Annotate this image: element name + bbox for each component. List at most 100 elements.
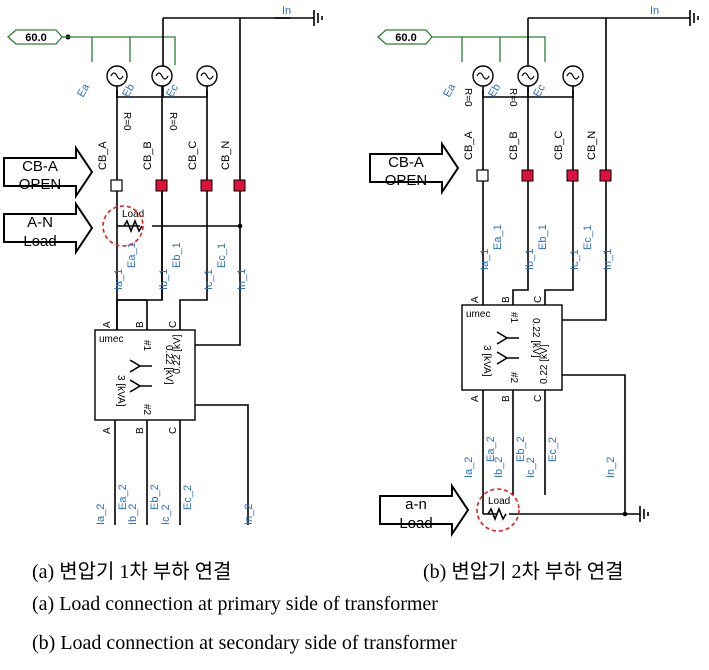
wye-symbol-icon [129, 359, 152, 373]
current-meter-label: Ia_2 [95, 504, 107, 525]
current-meter-label: Ia_1 [113, 269, 125, 290]
voltage-rating-2: 0.22 [kV] [172, 334, 183, 374]
callout-text: OPEN [19, 176, 62, 193]
load-label-a: Load [122, 209, 144, 220]
breaker-closed-b [521, 169, 534, 182]
source-param: R=0 [462, 88, 473, 107]
current-meter-label: In_2 [243, 504, 255, 525]
wye-symbol-icon [496, 331, 519, 345]
voltage-rating-2: 0.22 [kV] [539, 344, 550, 384]
source-a-b: Ea R=0 [441, 65, 494, 107]
caption-a-korean: (a) 변압기 1차 부하 연결 [32, 561, 232, 583]
callout-breaker-open-a: CB-A OPEN [3, 144, 94, 200]
phase-wires-middle-b [482, 181, 607, 321]
breaker-closed-n [599, 169, 612, 182]
source-label: Eb [486, 82, 503, 100]
load-resistor-icon [487, 506, 507, 522]
phase-label: A [470, 395, 481, 402]
breaker-label-n: CB_N [586, 131, 598, 160]
current-meter-label: Ic_1 [203, 269, 215, 290]
fault-highlight-circle-a [102, 205, 144, 247]
ground-icon [689, 10, 699, 26]
frequency-value-a: 60.0 [25, 32, 46, 44]
breaker-label-b: CB_B [142, 141, 154, 170]
transformer-b-lead [117, 299, 148, 330]
caption-b-korean: (b) 변압기 2차 부하 연결 [423, 561, 624, 583]
neutral-label-a: In [282, 5, 291, 17]
secondary-wires-b [482, 374, 626, 514]
voltage-meter-label: Ec_2 [547, 437, 559, 462]
winding-2: #2 [508, 372, 519, 384]
source-c-a: Ec [164, 65, 218, 100]
callout-text: OPEN [385, 172, 428, 189]
current-meter-label: Ic_1 [569, 249, 581, 270]
voltage-meter-label: Ea_2 [485, 436, 497, 462]
voltage-meter-label: Eb_2 [149, 484, 161, 510]
source-label: Ea [75, 81, 93, 99]
callout-text: CB-A [22, 158, 58, 175]
ground-icon [313, 10, 323, 26]
voltage-meter-label: Ec_2 [182, 485, 194, 510]
source-b-b: Eb R=0 [486, 65, 539, 107]
phase-label: C [168, 321, 179, 328]
callout-text: a-n [405, 496, 427, 513]
frequency-value-b: 60.0 [395, 32, 416, 44]
phase-label: B [501, 296, 512, 303]
phase-label: B [135, 427, 146, 434]
breaker-label-n: CB_N [220, 141, 232, 170]
caption-a-english: (a) Load connection at primary side of t… [32, 593, 438, 615]
current-meter-label: In_2 [605, 457, 617, 478]
neutral-label-b: In [650, 5, 659, 17]
wye-symbol-icon [129, 379, 152, 393]
winding-1: #1 [141, 340, 152, 352]
phase-wires-upper-b [482, 18, 607, 170]
source-param: R=0 [507, 88, 518, 107]
current-meter-label: Ia_2 [463, 457, 475, 478]
voltage-meter-label: Ec_1 [216, 243, 228, 268]
breaker-label-b: CB_B [508, 131, 520, 160]
load-label-b: Load [488, 496, 510, 507]
breaker-open-a [476, 169, 489, 182]
phase-label: A [470, 296, 481, 303]
phase-label: C [168, 427, 179, 434]
phase-label: B [135, 321, 146, 328]
junction [622, 511, 628, 517]
secondary-wires-a [114, 404, 249, 525]
winding-1: #1 [508, 312, 519, 324]
junction [237, 223, 243, 229]
current-meter-label: Ib_2 [127, 504, 139, 525]
breaker-closed-c [566, 169, 579, 182]
callout-load-b: a-n Load [379, 482, 470, 538]
secondary-meters-a: Ia_2 Ea_2 Ib_2 Eb_2 Ic_2 Ec_2 In_2 [95, 484, 255, 525]
breaker-label-a: CB_A [463, 131, 475, 160]
phase-label: B [501, 395, 512, 402]
source-label: Ec [164, 82, 181, 100]
transformer-rating: 3 [kVA] [115, 375, 126, 407]
current-meter-label: Ib_2 [493, 457, 505, 478]
source-param: R=0 [167, 112, 178, 131]
voltage-meter-label: Eb_1 [537, 224, 549, 250]
source-param: R=0 [121, 112, 132, 131]
current-meter-label: Ic_2 [525, 457, 537, 478]
primary-meters-b: Ia_1 Ea_1 Ib_1 Eb_1 Ic_1 Ec_1 In_1 [479, 224, 614, 270]
source-label: Ec [531, 82, 548, 100]
voltage-meter-label: Ec_1 [582, 225, 594, 250]
transformer-a [94, 329, 196, 421]
callout-text: CB-A [388, 154, 424, 171]
phase-label: A [102, 321, 113, 328]
breaker-open-a [110, 179, 123, 192]
current-meter-label: Ib_1 [524, 249, 536, 270]
voltage-meter-label: Eb_2 [515, 436, 527, 462]
voltage-rating-1: 0.22 [kV] [530, 318, 541, 358]
current-meter-label: Ib_1 [158, 269, 170, 290]
voltage-meter-label: Ea_1 [126, 242, 138, 268]
callout-text: Load [399, 515, 432, 532]
callout-load-a: A-N Load [3, 200, 94, 256]
voltage-meter-label: Ea_2 [117, 484, 129, 510]
secondary-meters-b: Ia_2 Ea_2 Ib_2 Eb_2 Ic_2 Ec_2 In_2 [463, 436, 617, 478]
transformer-rating: 3 [kVA] [481, 345, 492, 377]
phase-wires-upper-a [116, 18, 241, 180]
current-meter-label: Ia_1 [479, 249, 491, 270]
control-wire-a [62, 36, 176, 65]
ground-icon [639, 506, 649, 522]
